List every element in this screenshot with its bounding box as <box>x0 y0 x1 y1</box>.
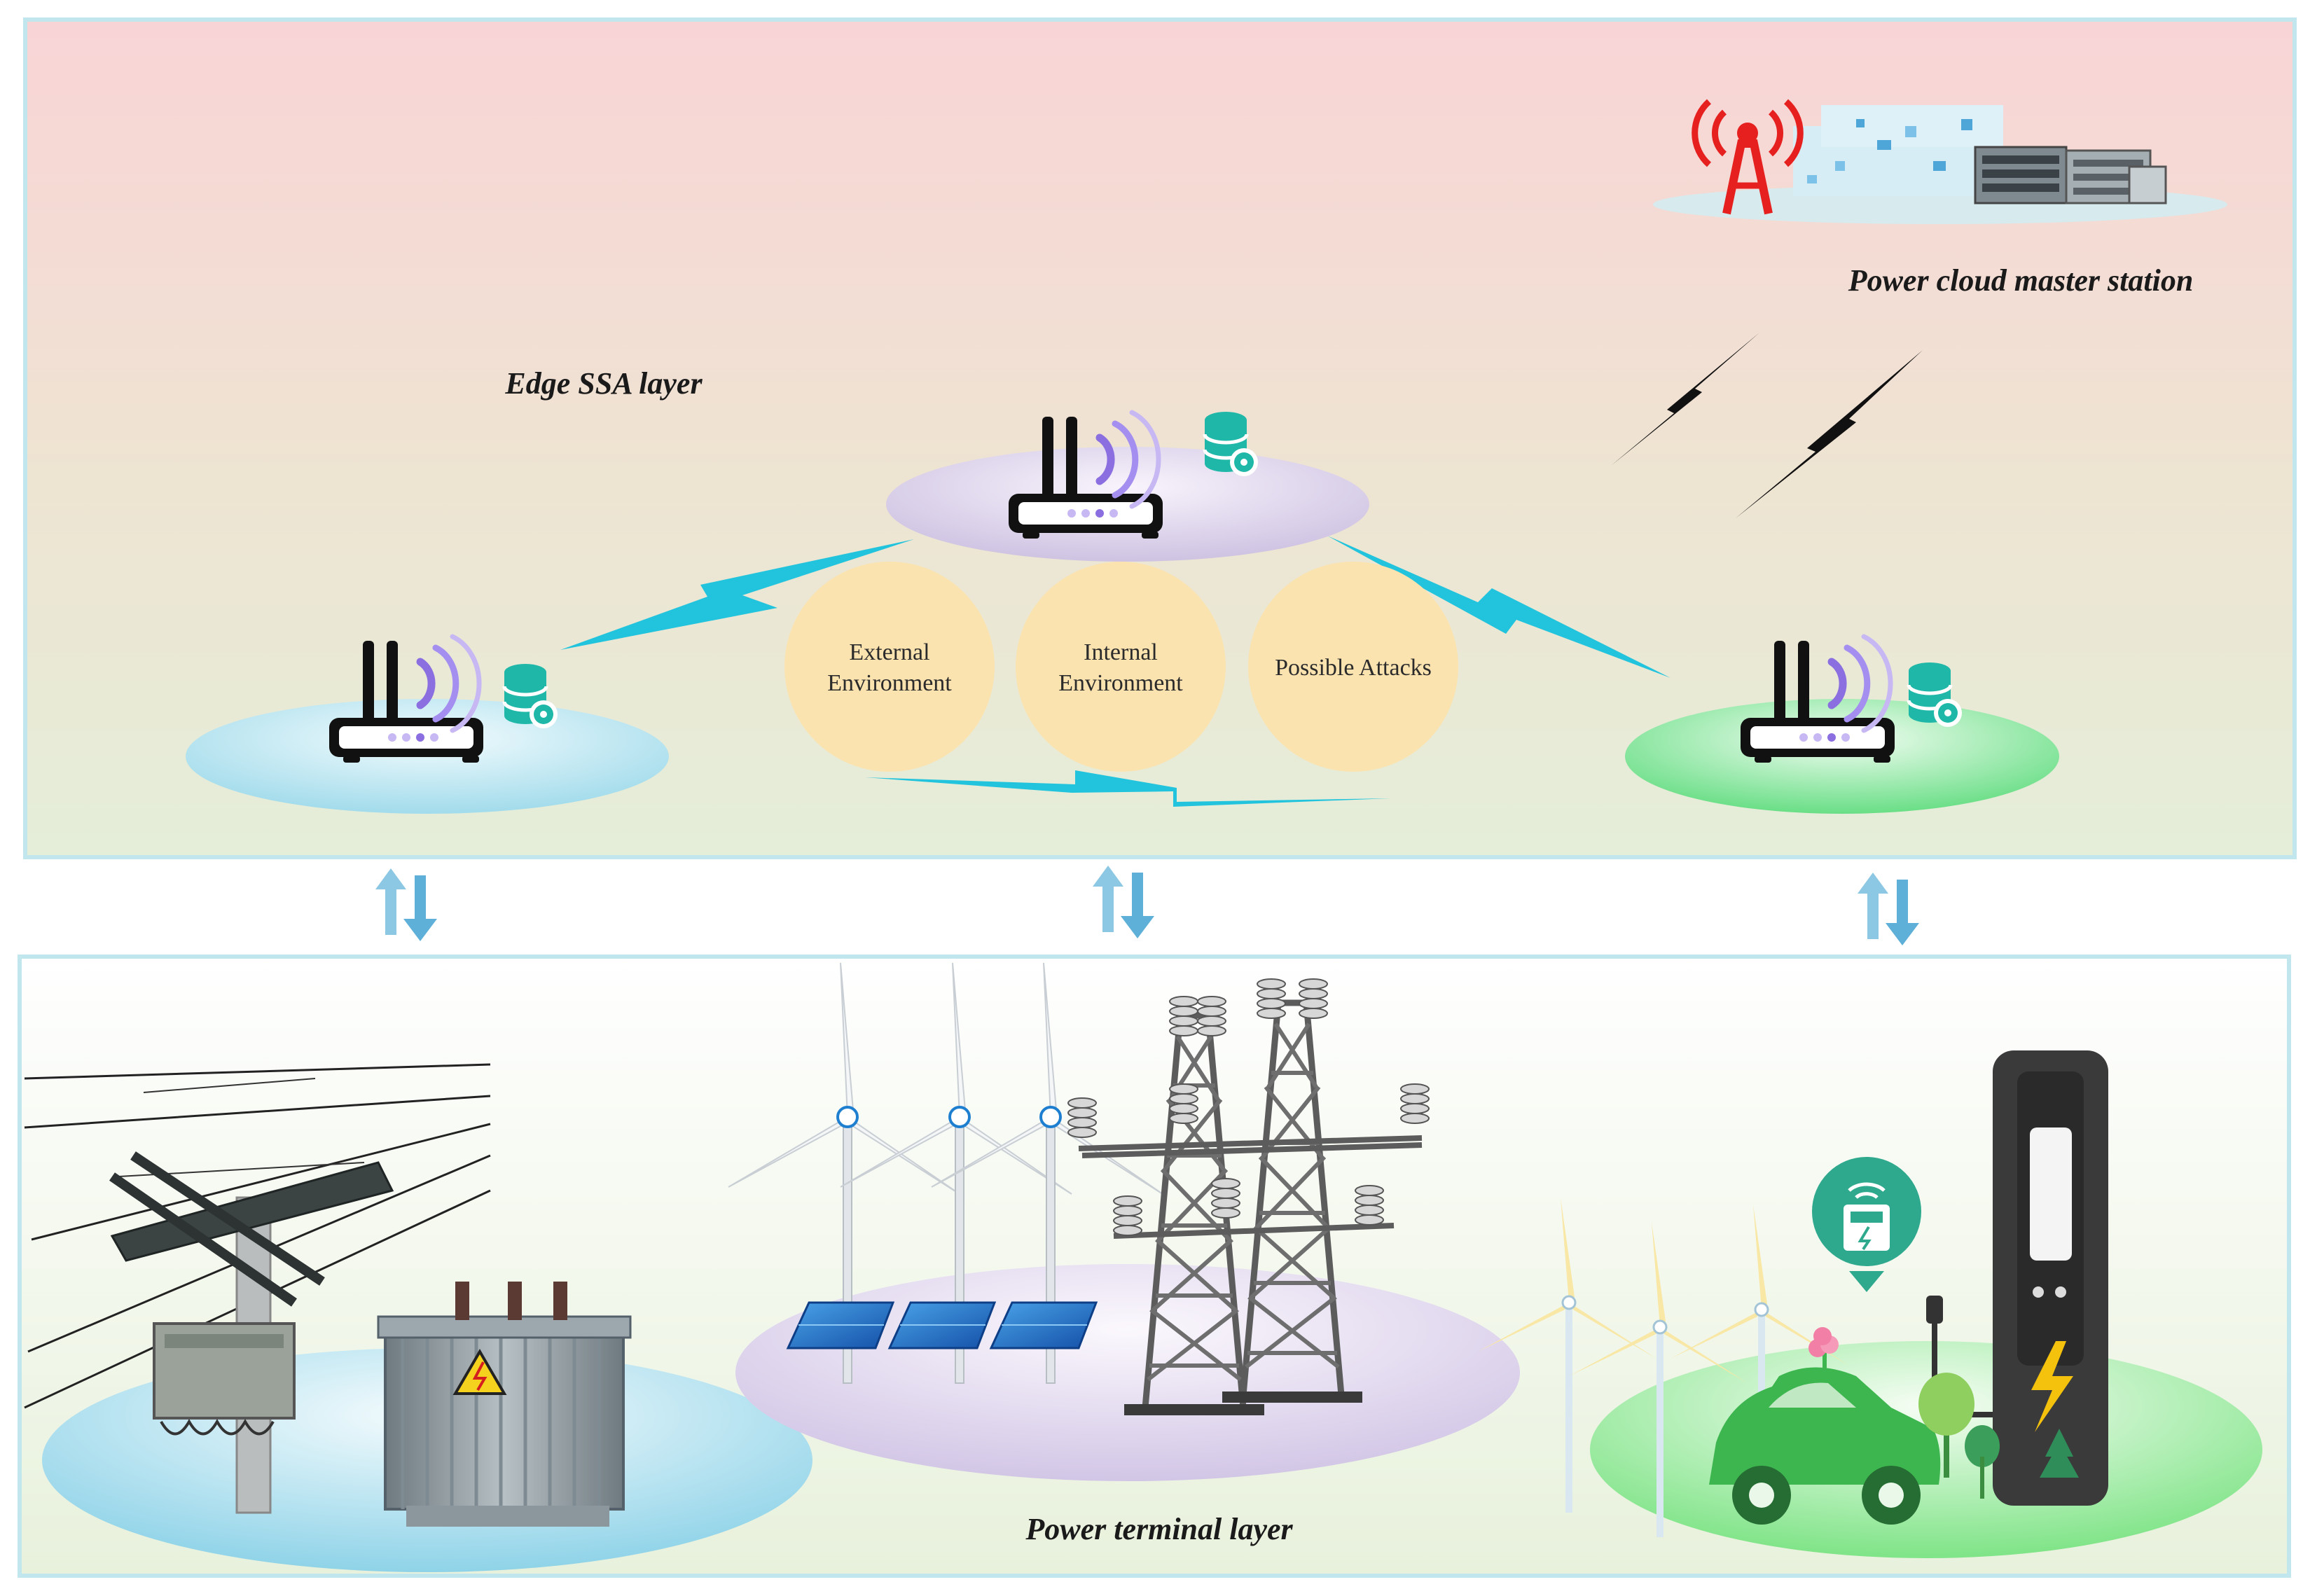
possible-attacks-label: Possible Attacks <box>1275 655 1432 681</box>
utility-pole-icon <box>24 1063 491 1514</box>
cloud-station-label: Power cloud master station <box>1848 263 2194 298</box>
edge-layer-label: Edge SSA layer <box>504 366 703 401</box>
internal-environment-circle <box>1016 562 1226 772</box>
lightning-link-icon <box>560 536 1671 807</box>
terminal-ellipse-center <box>735 1264 1520 1481</box>
transformer-icon <box>377 1282 632 1527</box>
bidirectional-arrow-icon <box>1093 866 1154 938</box>
cloud-master-station-illustration <box>1653 99 2227 224</box>
internal-environment-line2: Environment <box>1058 670 1183 696</box>
server-rack-icon <box>1974 146 2167 204</box>
charging-station-icon <box>1926 1050 2108 1506</box>
solar-panel-icon <box>786 1301 1098 1349</box>
ev-meter-icon <box>1812 1157 1921 1292</box>
terminal-layer-label: Power terminal layer <box>1025 1512 1293 1546</box>
cell-tower-icon <box>1692 99 1804 215</box>
internal-environment-line1: Internal <box>1084 639 1158 665</box>
external-environment-circle <box>784 562 995 772</box>
data-cloud-icon <box>1793 105 2003 196</box>
lightning-link-icon <box>1611 333 1923 518</box>
tree-icon <box>1918 1373 2079 1499</box>
bidirectional-arrow-icon <box>375 868 437 941</box>
possible-attacks-circle <box>1248 562 1458 772</box>
electric-car-icon <box>1709 1327 1941 1525</box>
external-environment-line2: Environment <box>827 670 952 696</box>
bidirectional-arrow-icon <box>1858 873 1919 945</box>
external-environment-line1: External <box>849 639 929 665</box>
transmission-tower-icon <box>1067 978 1430 1415</box>
